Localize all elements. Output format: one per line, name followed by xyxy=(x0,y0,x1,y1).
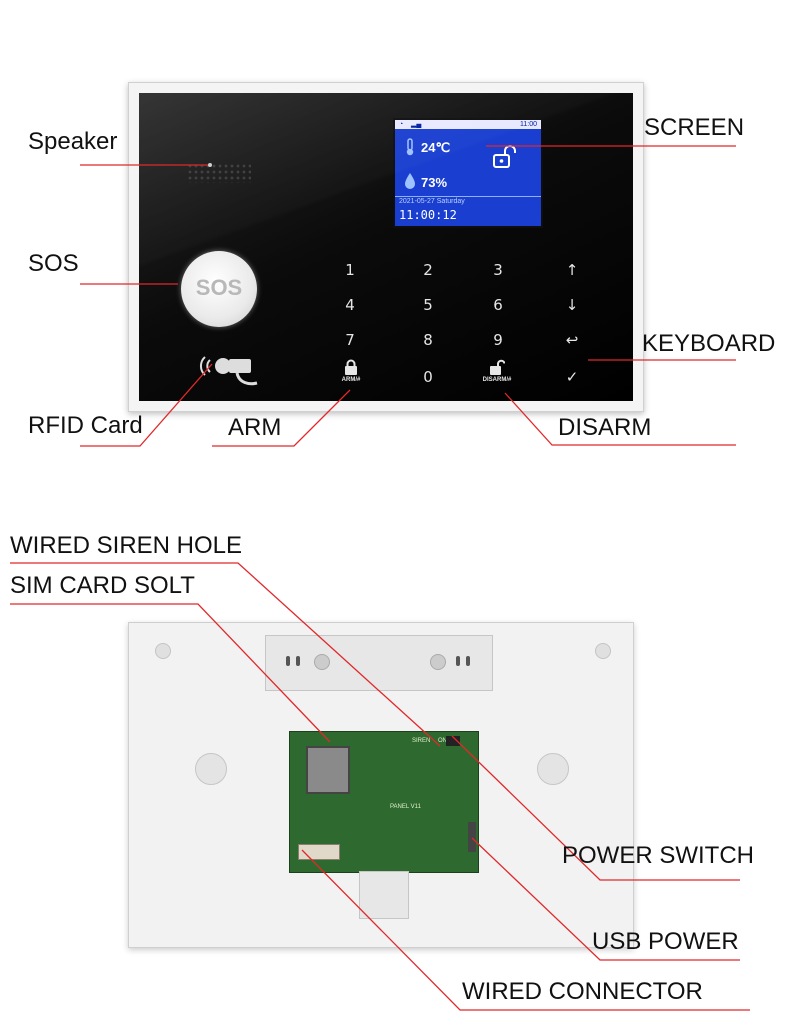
circuit-board: SIREN ON PANEL V11 xyxy=(289,731,479,873)
sim-card-slot[interactable] xyxy=(306,746,350,794)
label-wired-siren-hole: WIRED SIREN HOLE xyxy=(10,532,243,559)
on-mark: ON xyxy=(438,738,447,744)
leader-rfid xyxy=(80,363,213,447)
label-screen: SCREEN xyxy=(644,114,745,141)
label-sim-card-slot: SIM CARD SOLT xyxy=(10,572,195,599)
mount-bracket xyxy=(265,635,493,691)
label-wired-connector: WIRED CONNECTOR xyxy=(462,978,703,1005)
bracket-slot xyxy=(286,656,290,666)
siren-mark: SIREN xyxy=(412,738,431,744)
label-keyboard: KEYBOARD xyxy=(642,330,776,357)
bracket-slot xyxy=(296,656,300,666)
label-power-switch: POWER SWITCH xyxy=(562,842,754,869)
bracket-screw-hole xyxy=(430,654,446,670)
mount-hole xyxy=(195,753,227,785)
leader-sim xyxy=(10,603,331,743)
front-face: ◔ ▂▄ 11:00 24℃ 73% 2021-05-27 Saturday 1… xyxy=(139,93,633,401)
label-arm: ARM xyxy=(228,414,282,441)
back-panel: SIREN ON PANEL V11 xyxy=(128,622,634,948)
mount-hole xyxy=(537,753,569,785)
leader-usb xyxy=(471,837,740,961)
corner-screw xyxy=(595,643,611,659)
leader-disarm xyxy=(504,392,736,446)
front-panel: ◔ ▂▄ 11:00 24℃ 73% 2021-05-27 Saturday 1… xyxy=(128,82,644,412)
label-rfid-card: RFID Card xyxy=(28,412,143,439)
leader-siren xyxy=(10,562,441,747)
leader-connector xyxy=(301,849,750,1011)
leader-dot xyxy=(208,163,212,167)
power-switch[interactable] xyxy=(446,736,460,746)
leader-arm xyxy=(212,389,351,447)
label-speaker: Speaker xyxy=(28,128,118,155)
bracket-slot xyxy=(456,656,460,666)
label-usb-power: USB POWER xyxy=(592,928,739,955)
leader-power-switch xyxy=(451,735,740,881)
corner-screw xyxy=(155,643,171,659)
label-sos: SOS xyxy=(28,250,79,277)
usb-port[interactable] xyxy=(468,822,476,852)
cable-exit xyxy=(359,871,409,919)
pcb-label: PANEL V11 xyxy=(390,804,421,810)
bracket-screw-hole xyxy=(314,654,330,670)
bracket-slot xyxy=(466,656,470,666)
label-disarm: DISARM xyxy=(558,414,652,441)
